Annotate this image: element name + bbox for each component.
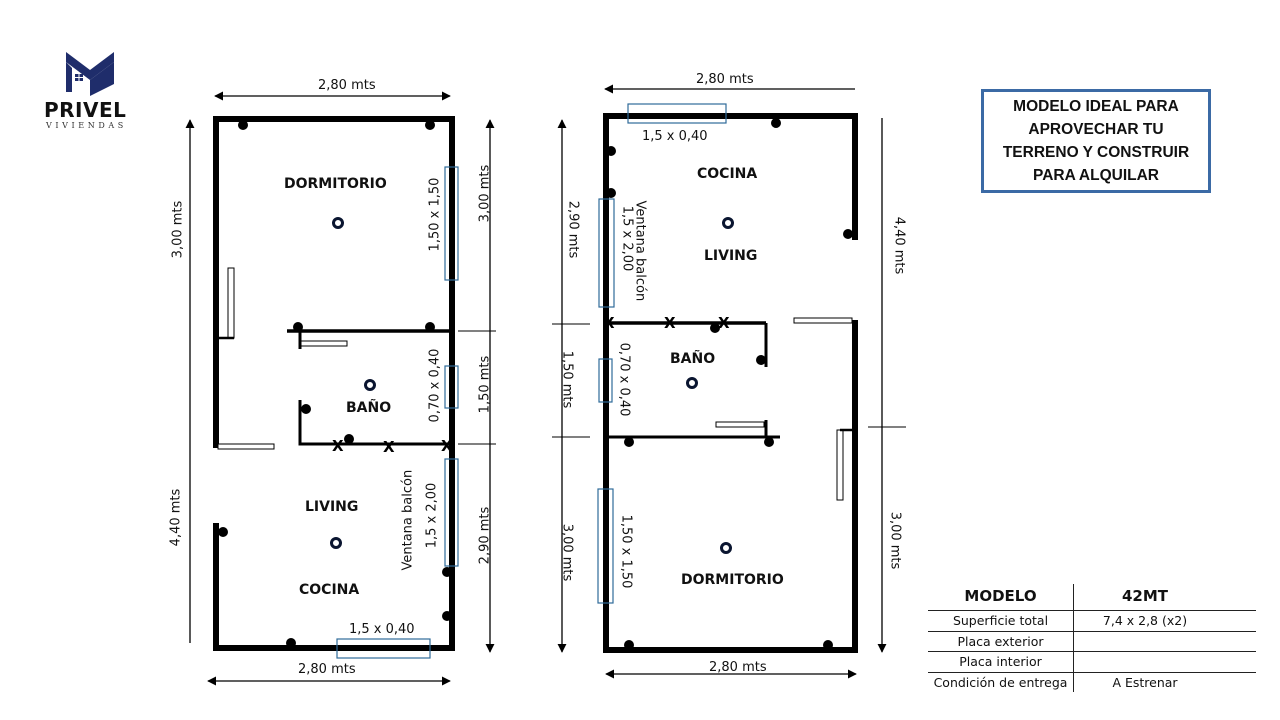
plan-a-room-living: LIVING — [305, 499, 359, 515]
svg-text:X: X — [332, 437, 344, 455]
plan-a-dim-bottom: 2,80 mts — [298, 662, 356, 677]
plan-a-dim-right-lower: 2,90 mts — [477, 506, 493, 565]
plan-b-dim-left-middle: 1,50 mts — [559, 350, 575, 409]
plan-a-window-bano: 0,70 x 0,40 — [427, 348, 443, 423]
plan-a — [185, 91, 496, 686]
plan-b-room-living: LIVING — [704, 248, 758, 264]
svg-text:X: X — [441, 437, 453, 455]
plan-b — [552, 84, 906, 679]
plan-a-window-dormitorio: 1,50 x 1,50 — [427, 177, 443, 252]
table-row: Placa interior — [928, 652, 1256, 673]
spec-key: Superficie total — [952, 613, 1049, 628]
privel-logo-icon — [66, 52, 114, 96]
table-row: Placa exterior — [928, 631, 1256, 652]
plan-b-window-balcon-label: Ventana balcón — [632, 200, 648, 302]
plan-a-room-bano: BAÑO — [346, 400, 392, 416]
svg-text:X: X — [603, 314, 615, 332]
plan-a-window-cocina: 1,5 x 0,40 — [349, 622, 415, 637]
plan-b-dim-top: 2,80 mts — [696, 72, 754, 87]
plan-b-window-cocina: 1,5 x 0,40 — [642, 129, 708, 144]
plan-a-room-cocina: COCINA — [299, 582, 360, 598]
spec-key: Placa interior — [959, 654, 1042, 669]
svg-text:X: X — [664, 314, 676, 332]
spec-table: MODELO 42MT Superficie total 7,4 x 2,8 (… — [928, 584, 1256, 692]
spec-value: A Estrenar — [1073, 672, 1256, 692]
plan-b-room-bano: BAÑO — [670, 351, 716, 367]
plan-b-room-dormitorio: DORMITORIO — [681, 572, 784, 588]
spec-key: Condición de entrega — [933, 674, 1068, 690]
plan-b-window-balcon: 1,5 x 2,00 — [619, 205, 635, 272]
plan-b-window-bano: 0,70 x 0,40 — [616, 342, 632, 417]
svg-text:X: X — [383, 438, 395, 456]
table-row: Condición de entrega A Estrenar — [928, 672, 1256, 692]
plan-a-window-balcon: 1,5 x 2,00 — [424, 482, 440, 549]
spec-value — [1073, 631, 1256, 651]
table-row: Superficie total 7,4 x 2,8 (x2) — [928, 611, 1256, 632]
plan-a-room-dormitorio: DORMITORIO — [284, 176, 387, 192]
spec-key: Placa exterior — [957, 633, 1044, 649]
plan-a-dim-right-upper: 3,00 mts — [477, 164, 493, 223]
plan-b-dim-left-upper: 2,90 mts — [565, 200, 581, 259]
spec-header-value: 42MT — [1073, 584, 1256, 610]
plan-a-dim-right-middle: 1,50 mts — [477, 355, 493, 414]
plan-a-dim-top: 2,80 mts — [318, 78, 376, 93]
plan-a-dim-left-upper: 3,00 mts — [170, 200, 186, 259]
promo-box: MODELO IDEAL PARA APROVECHAR TU TERRENO … — [981, 89, 1211, 193]
spec-header-key: MODELO — [964, 587, 1037, 605]
plan-a-dim-left-lower: 4,40 mts — [168, 488, 184, 547]
promo-text: MODELO IDEAL PARA APROVECHAR TU TERRENO … — [1002, 98, 1190, 184]
plan-b-dim-right-upper: 4,40 mts — [891, 216, 907, 275]
spec-value: 7,4 x 2,8 (x2) — [1073, 611, 1256, 631]
brand-name: PRIVEL — [44, 98, 127, 122]
brand-tagline: VIVIENDAS — [46, 121, 127, 130]
plan-b-dim-left-lower: 3,00 mts — [559, 523, 575, 582]
plan-b-dim-bottom: 2,80 mts — [709, 660, 767, 675]
plan-b-window-dormitorio: 1,50 x 1,50 — [618, 514, 634, 589]
plan-b-dim-right-lower: 3,00 mts — [887, 511, 903, 570]
spec-header-row: MODELO 42MT — [928, 584, 1256, 611]
plan-b-room-cocina: COCINA — [697, 166, 758, 182]
svg-text:X: X — [718, 314, 730, 332]
spec-value — [1073, 652, 1256, 672]
plan-a-window-balcon-label: Ventana balcón — [400, 469, 416, 571]
